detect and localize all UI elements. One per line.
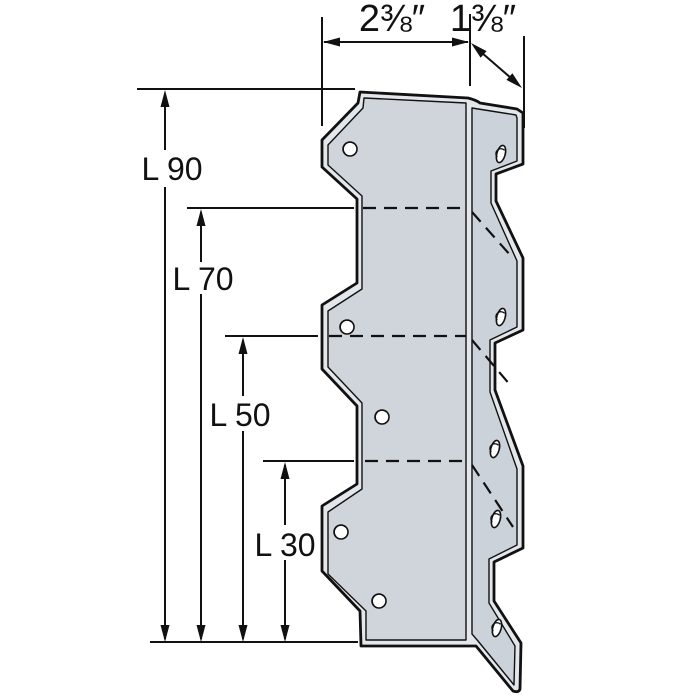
arrowhead-upper-left bbox=[471, 43, 487, 58]
depth-dimension-label: 1⅜″ bbox=[450, 0, 516, 40]
cut-line-l50 bbox=[329, 334, 512, 387]
slot-hole-3 bbox=[489, 439, 501, 459]
arrowhead-left bbox=[323, 37, 340, 47]
dimension-label-l70: L 70 bbox=[172, 261, 233, 297]
screw-hole-1 bbox=[342, 141, 358, 157]
bracket-flange-face bbox=[471, 107, 518, 686]
slot-hole-2 bbox=[495, 307, 507, 327]
dimension-l90: L 90 bbox=[141, 90, 203, 642]
bracket-front-face bbox=[327, 97, 467, 641]
dimension-label-l30: L 30 bbox=[254, 527, 315, 563]
cut-line-l30 bbox=[365, 459, 514, 528]
dimension-l70: L 70 bbox=[172, 209, 234, 642]
screw-hole-3 bbox=[374, 409, 390, 425]
top-depth-dimension: 1⅜″ bbox=[450, 0, 525, 128]
slot-hole-5 bbox=[491, 618, 503, 638]
dimension-label-l50: L 50 bbox=[209, 397, 270, 433]
length-dimensions: L 90 L 70 L 50 L 30 bbox=[137, 88, 358, 643]
top-width-dimension: 2⅜″ bbox=[321, 0, 471, 126]
cut-line-l70 bbox=[363, 206, 512, 257]
bracket-drawing bbox=[320, 90, 525, 694]
screw-hole-2 bbox=[339, 319, 355, 335]
slot-hole-4 bbox=[490, 509, 502, 529]
flange-holes bbox=[489, 144, 507, 638]
screw-hole-5 bbox=[371, 593, 387, 609]
arrowhead-right bbox=[452, 37, 469, 47]
front-face-holes bbox=[333, 141, 390, 609]
cut-lines bbox=[329, 206, 514, 528]
arrowhead-lower-right bbox=[506, 73, 522, 88]
dimension-l30: L 30 bbox=[254, 462, 316, 642]
slot-hole-1 bbox=[495, 144, 507, 164]
dimension-label-l90: L 90 bbox=[141, 151, 202, 187]
width-dimension-label: 2⅜″ bbox=[359, 0, 425, 40]
screw-hole-4 bbox=[333, 524, 349, 540]
dimension-l50: L 50 bbox=[209, 337, 271, 642]
